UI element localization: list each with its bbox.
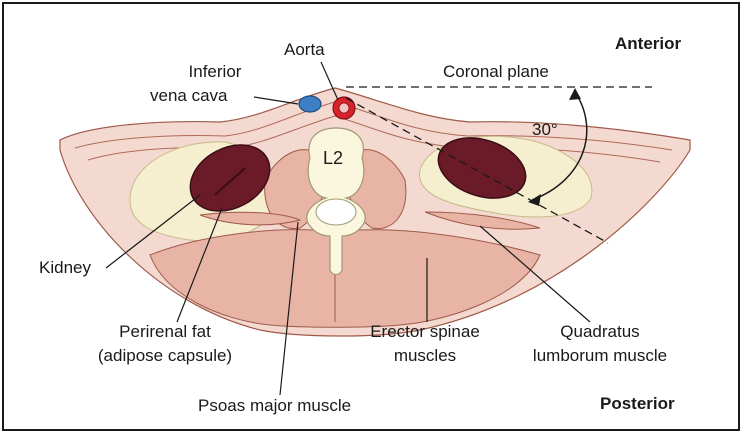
ivc-vessel [298, 95, 322, 113]
quadratus-label-line2: lumborum muscle [532, 346, 668, 365]
erector-label-line1: Erector spinae [370, 322, 480, 341]
perirenal-label-line1: Perirenal fat [119, 322, 211, 341]
psoas-label: Psoas major muscle [198, 396, 352, 415]
angle-label: 30° [532, 120, 558, 139]
kidney-label: Kidney [39, 258, 91, 277]
erector-label-line2: muscles [393, 346, 457, 365]
coronal-plane-label: Coronal plane [443, 62, 549, 81]
ivc-label-line1: Inferior [188, 62, 242, 81]
ivc-label-line2: vena cava [150, 86, 228, 105]
perirenal-label-line2: (adipose capsule) [97, 346, 233, 365]
posterior-label: Posterior [600, 394, 675, 413]
anterior-label: Anterior [615, 34, 682, 53]
left-kidney [189, 144, 271, 212]
aorta-label: Aorta [284, 40, 325, 59]
posterior-muscles [149, 229, 541, 328]
quadratus-label-line1: Quadratus [560, 322, 640, 341]
vertebra-label: L2 [323, 148, 344, 168]
right-kidney [437, 137, 527, 199]
